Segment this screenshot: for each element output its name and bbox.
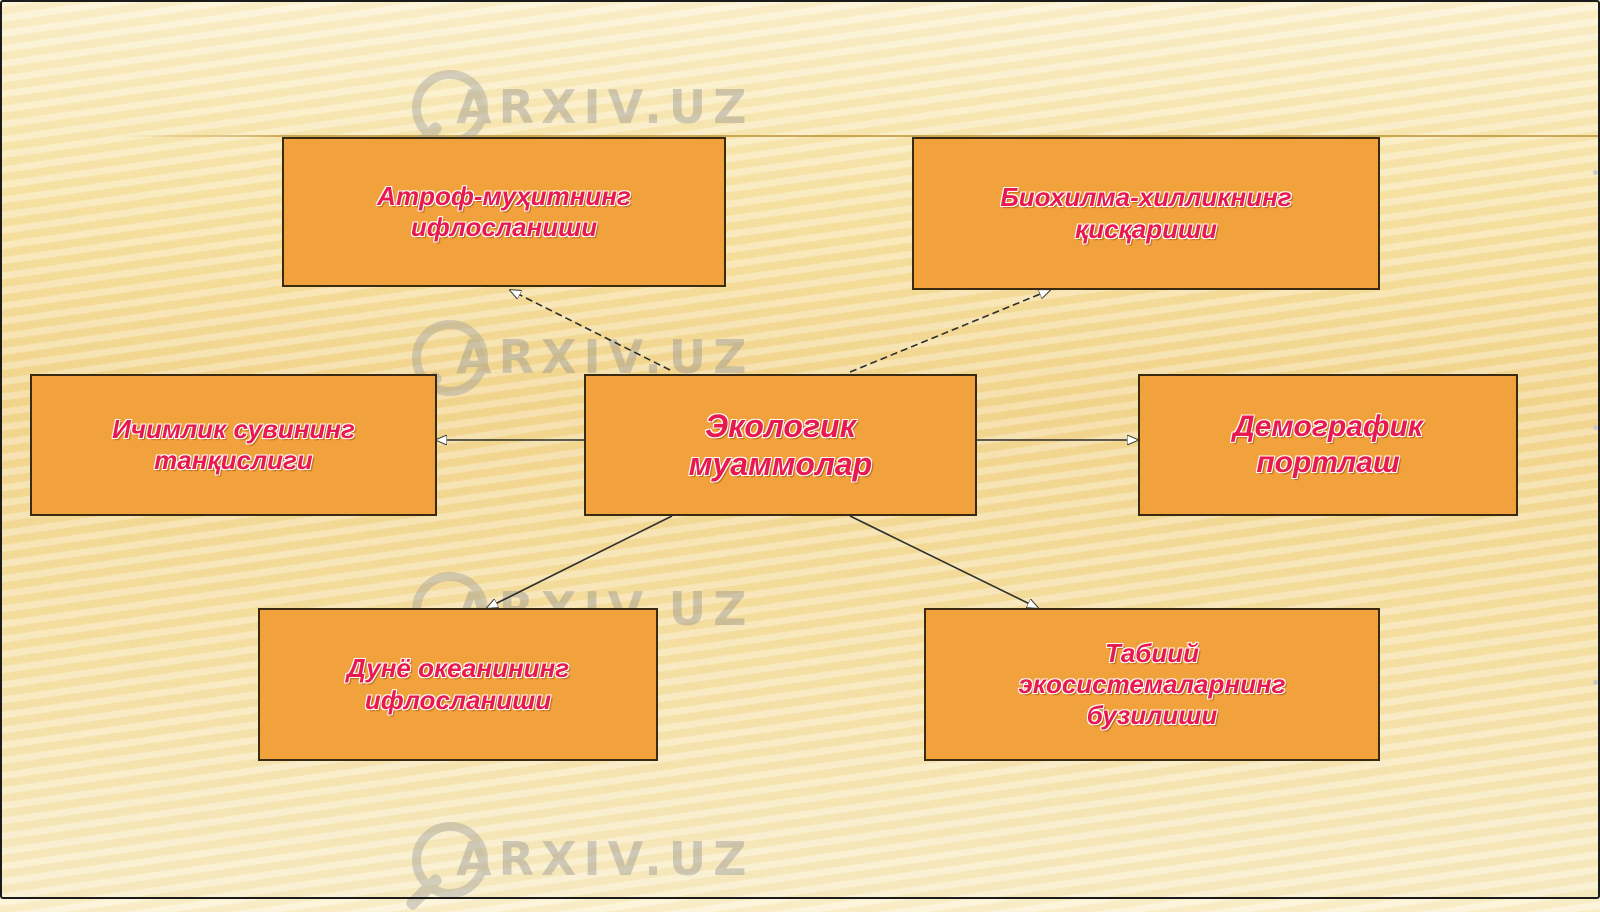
node-atrof: Атроф-муҳитнинг ифлосланиши (282, 137, 726, 287)
edge-marker (1593, 425, 1598, 430)
connector-to-dunyo (487, 515, 673, 608)
node-biohilma: Биохилма-хилликнинг қисқариши (912, 137, 1380, 290)
title-divider-line (120, 135, 1600, 137)
node-label: Табиий экосистемаларнинг бузилиши (1018, 637, 1286, 731)
node-ekologik-center: Экологик муаммолар (584, 374, 977, 516)
node-ichimlik: Ичимлик сувининг танқислиги (30, 374, 437, 516)
connector-to-atrof (510, 290, 671, 371)
node-demografik: Демографик портлаш (1138, 374, 1518, 516)
magnifier-icon (412, 320, 488, 396)
connector-to-bio (849, 290, 1050, 373)
edge-marker (1593, 170, 1598, 175)
edge-marker (1593, 680, 1598, 685)
magnifier-icon (412, 822, 488, 898)
center-label: Экологик муаммолар (688, 407, 873, 482)
node-label: Атроф-муҳитнинг ифлосланиши (377, 180, 631, 242)
watermark: ARXIV.UZ (404, 822, 812, 912)
node-tabiiy: Табиий экосистемаларнинг бузилиши (924, 608, 1380, 761)
node-label: Дунё океанининг ифлосланиши (346, 653, 570, 715)
node-label: Демографик портлаш (1233, 410, 1423, 479)
node-label: Биохилма-хилликнинг қисқариши (1000, 182, 1292, 244)
node-label: Ичимлик сувининг танқислиги (112, 413, 355, 475)
connector-to-tabiiy (849, 515, 1038, 608)
node-dunyo: Дунё океанининг ифлосланиши (258, 608, 658, 761)
